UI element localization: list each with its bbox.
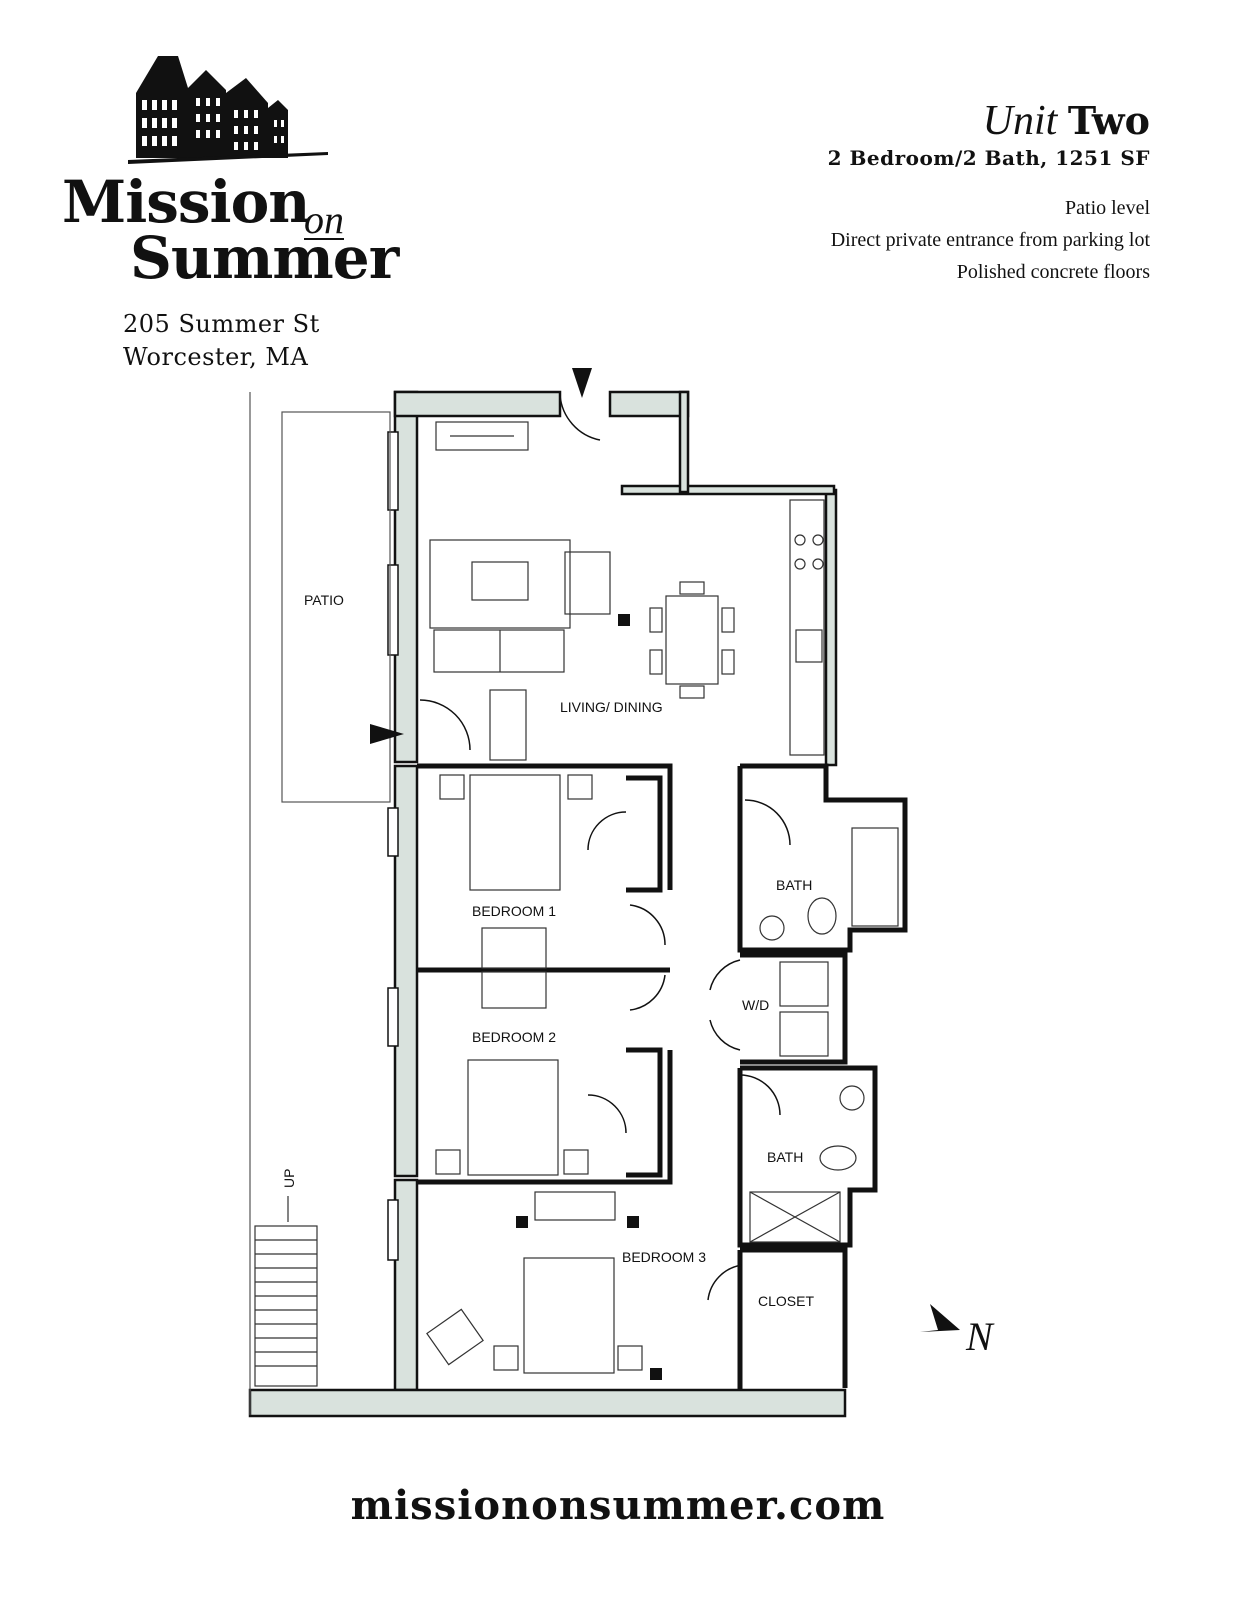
entry-arrow-icon xyxy=(572,368,592,398)
brand-line-1: Mission xyxy=(62,168,310,236)
unit-title: Unit Two xyxy=(650,98,1150,144)
building-logo-icon xyxy=(128,56,328,164)
room-label-patio: PATIO xyxy=(304,592,344,608)
brand-line-2: Summer xyxy=(130,224,399,292)
unit-features: Patio level Direct private entrance from… xyxy=(650,192,1150,288)
stairs xyxy=(254,1196,318,1387)
room-label-bedroom-1: BEDROOM 1 xyxy=(472,903,556,919)
stair-label: UP xyxy=(281,1169,297,1188)
unit-title-number: Two xyxy=(1067,98,1150,143)
room-label-closet: CLOSET xyxy=(758,1293,814,1309)
brand-connector: on xyxy=(304,197,344,242)
compass-label: N xyxy=(965,1314,995,1359)
room-label-bath-2: BATH xyxy=(767,1149,803,1165)
unit-info: Unit Two 2 Bedroom/2 Bath, 1251 SF Patio… xyxy=(650,98,1150,288)
room-label-living-dining: LIVING/ DINING xyxy=(560,699,663,715)
north-arrow-icon: N xyxy=(920,1304,995,1359)
feature-item: Direct private entrance from parking lot xyxy=(830,229,1150,251)
address-city: Worcester, MA xyxy=(123,343,309,371)
room-label-bath-1: BATH xyxy=(776,877,812,893)
unit-summary: 2 Bedroom/2 Bath, 1251 SF xyxy=(827,146,1150,170)
feature-item: Patio level xyxy=(1065,197,1150,219)
room-label-bedroom-2: BEDROOM 2 xyxy=(472,1029,556,1045)
feature-item: Polished concrete floors xyxy=(956,261,1150,283)
brand-wordmark: Mission on Summer xyxy=(62,168,402,298)
room-label-wd: W/D xyxy=(742,997,769,1013)
floor-plan: PATIO LIVING/ DINING BEDROOM 1 BEDROOM 2… xyxy=(248,368,908,1418)
address-street: 205 Summer St xyxy=(123,310,320,338)
website-url[interactable]: missiononsummer.com xyxy=(350,1482,886,1529)
address: 205 Summer St Worcester, MA xyxy=(123,308,320,374)
entry-arrow-icon xyxy=(370,724,404,744)
room-label-bedroom-3: BEDROOM 3 xyxy=(622,1249,706,1265)
unit-title-prefix: Unit xyxy=(982,98,1058,144)
